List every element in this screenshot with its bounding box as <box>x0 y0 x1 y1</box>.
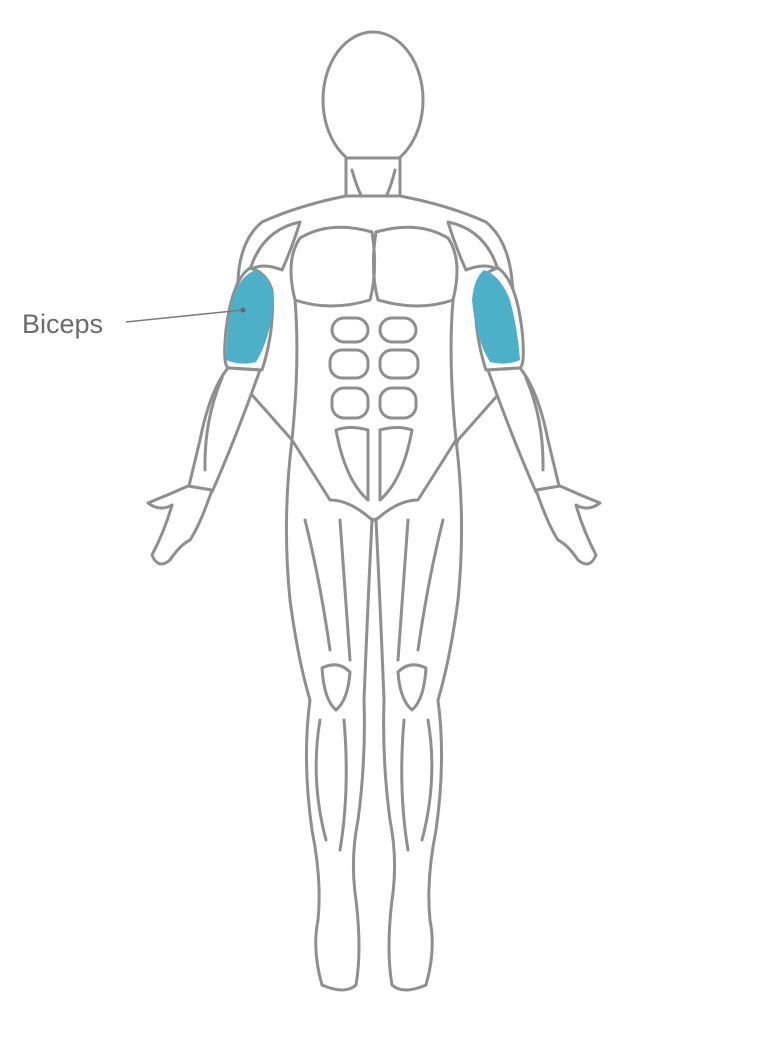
right-quad <box>396 518 445 662</box>
left-deltoid <box>248 220 302 272</box>
left-quad <box>303 518 352 662</box>
biceps-leader-line <box>125 309 244 323</box>
right-forearm-muscle <box>524 376 545 472</box>
biceps-leader-dot <box>240 307 246 313</box>
biceps-label: Biceps <box>22 309 103 339</box>
right-biceps-highlight <box>472 270 520 364</box>
head <box>321 30 425 170</box>
right-oblique <box>449 298 458 442</box>
right-leg <box>374 438 464 992</box>
left-oblique <box>290 298 299 442</box>
right-hand <box>534 484 602 566</box>
abdominals <box>328 316 420 502</box>
left-shin <box>314 718 348 852</box>
right-forearm <box>486 366 562 494</box>
left-hand <box>146 484 214 566</box>
left-forearm-muscle <box>203 376 224 472</box>
left-forearm <box>186 366 262 494</box>
left-leg <box>284 438 374 992</box>
left-biceps-highlight <box>226 270 274 364</box>
right-shin <box>400 718 434 852</box>
right-knee <box>396 663 428 712</box>
left-knee <box>320 663 352 712</box>
right-deltoid <box>446 220 500 272</box>
